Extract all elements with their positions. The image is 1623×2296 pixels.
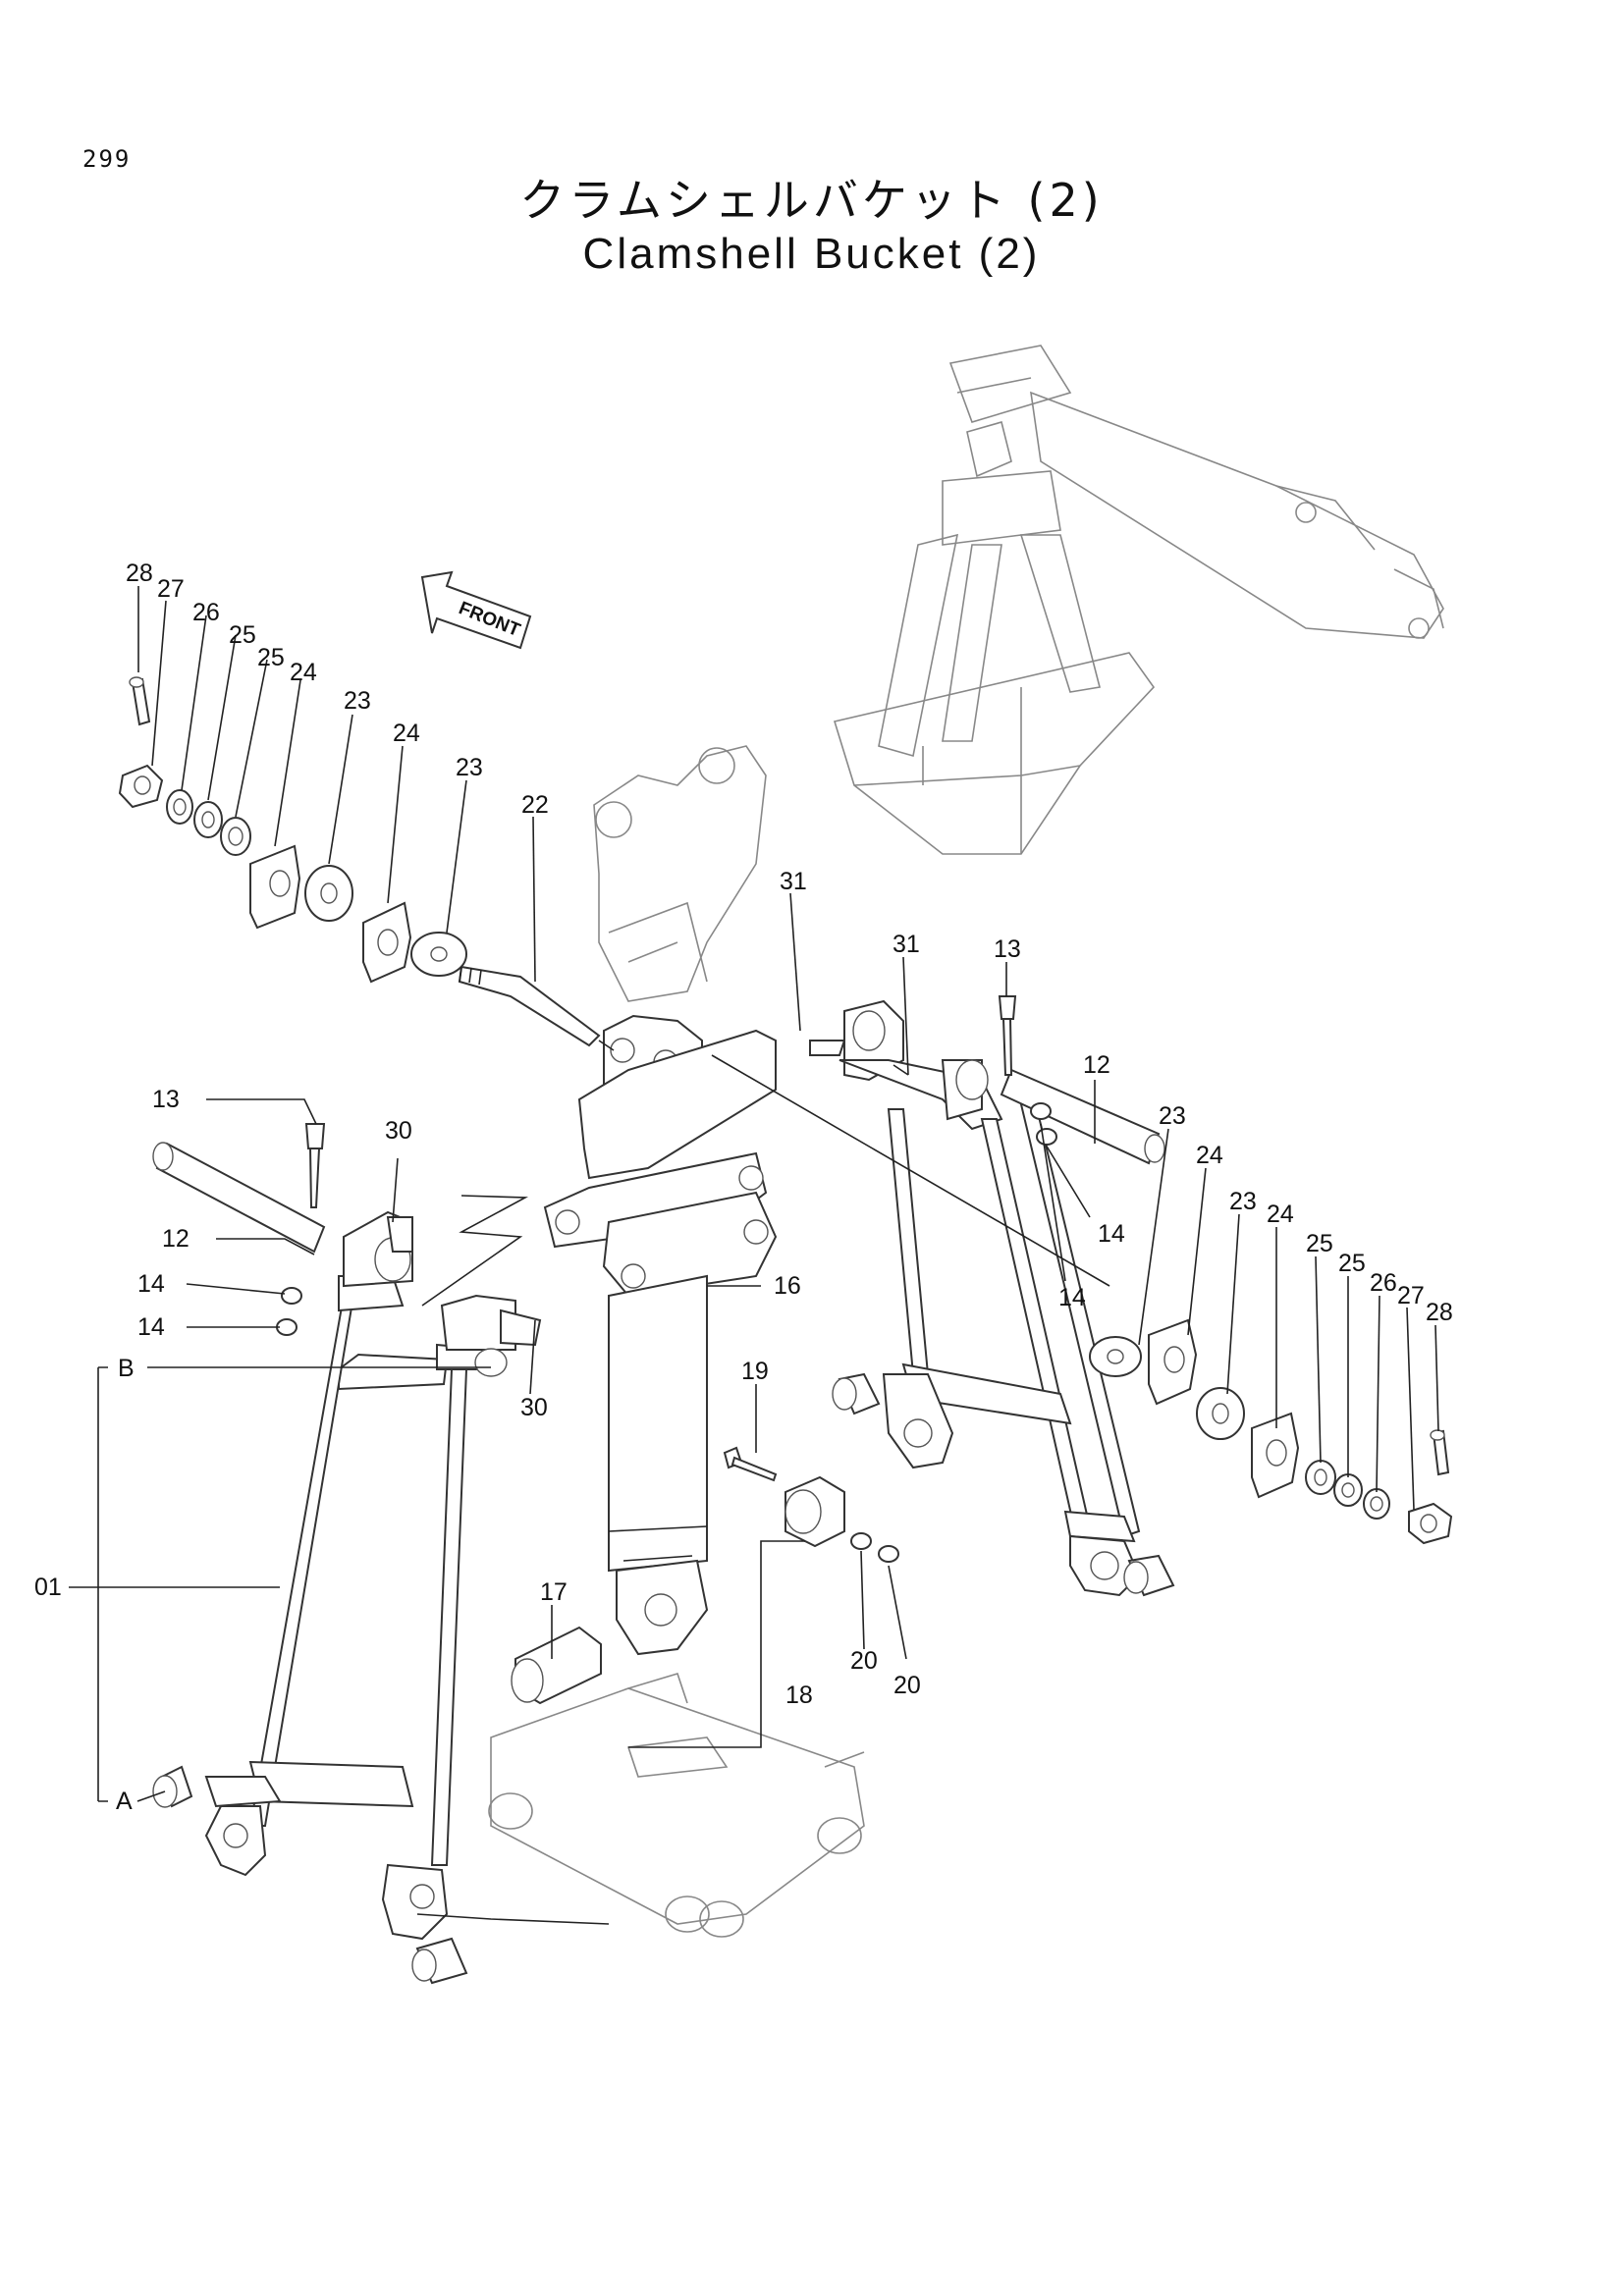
callout-B: B [118, 1355, 135, 1382]
callout-A: A [116, 1788, 133, 1815]
callout-14-left-a: 14 [137, 1270, 165, 1298]
callout-25-left-a: 25 [229, 621, 256, 649]
callout-31-b: 31 [893, 931, 920, 958]
lower-pin-parts [511, 1446, 899, 1705]
callout-24-right-b: 24 [1267, 1201, 1294, 1228]
callout-25-right-a: 25 [1306, 1230, 1333, 1257]
page-number: 299 [82, 145, 132, 173]
callout-01: 01 [34, 1574, 62, 1601]
callout-13-left: 13 [152, 1086, 180, 1113]
right-pin-hardware-stack [1089, 1318, 1453, 1545]
callout-leaders [69, 586, 1439, 1925]
callout-19: 19 [741, 1358, 769, 1385]
callout-20-b: 20 [893, 1672, 921, 1699]
callout-26-left: 26 [192, 599, 220, 626]
front-direction-arrow: FRONT [420, 570, 532, 650]
callout-23-left-a: 23 [344, 687, 371, 715]
callout-28-right: 28 [1426, 1299, 1453, 1326]
left-arm-assembly [152, 1123, 542, 1985]
callout-25-left-b: 25 [257, 644, 285, 671]
callout-13-right: 13 [994, 935, 1021, 963]
callout-28-left: 28 [126, 560, 153, 587]
cylinder-part-16 [543, 1014, 778, 1656]
callout-labels: 28 27 26 25 25 24 23 24 23 22 31 31 13 1… [34, 560, 1453, 1815]
callout-12-left: 12 [162, 1225, 189, 1253]
right-arm-assembly [711, 995, 1175, 1597]
callout-14-right-b: 14 [1058, 1284, 1086, 1311]
callout-30-top: 30 [385, 1117, 412, 1145]
callout-14-right-a: 14 [1098, 1220, 1125, 1248]
callout-16: 16 [774, 1272, 801, 1300]
left-pin-hardware-stack [118, 676, 615, 1051]
cylinder-bracket [593, 745, 767, 1002]
callout-20-a: 20 [850, 1647, 878, 1675]
callout-27-left: 27 [157, 575, 185, 603]
callout-17: 17 [540, 1578, 568, 1606]
overview-illustration [833, 345, 1444, 855]
callout-24-left-a: 24 [290, 659, 317, 686]
callout-27-right: 27 [1397, 1282, 1425, 1309]
callout-26-right: 26 [1370, 1269, 1397, 1297]
callout-14-left-b: 14 [137, 1313, 165, 1341]
callout-22: 22 [521, 791, 549, 819]
callout-24-left-b: 24 [393, 720, 420, 747]
page-title-japanese: クラムシェルバケット (2) [519, 174, 1104, 227]
callout-23-left-b: 23 [456, 754, 483, 781]
callout-24-right-a: 24 [1196, 1142, 1223, 1169]
callout-23-right-a: 23 [1159, 1102, 1186, 1130]
callout-12-right: 12 [1083, 1051, 1110, 1079]
callout-30-bottom: 30 [520, 1394, 548, 1421]
page-title-english: Clamshell Bucket (2) [582, 230, 1041, 278]
callout-31-a: 31 [780, 868, 807, 895]
callout-23-right-b: 23 [1229, 1188, 1257, 1215]
callout-25-right-b: 25 [1338, 1250, 1366, 1277]
callout-18: 18 [785, 1682, 813, 1709]
bucket-base-frame [488, 1673, 865, 1938]
